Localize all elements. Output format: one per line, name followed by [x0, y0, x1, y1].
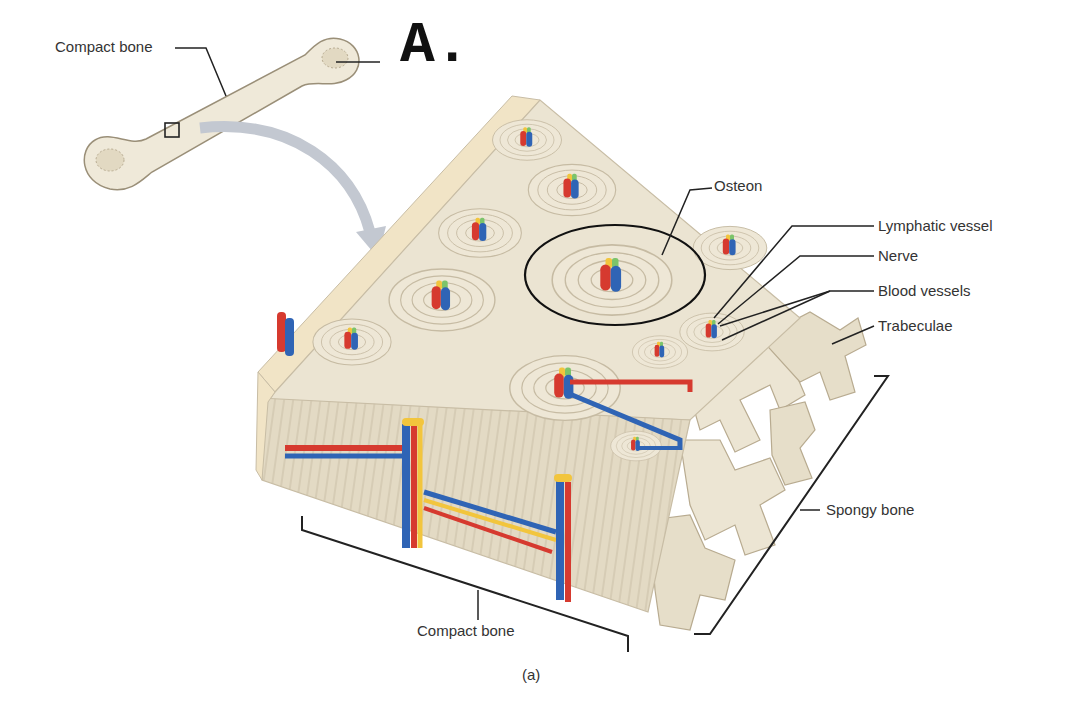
- osteon: [528, 164, 615, 215]
- nerve: [402, 418, 424, 426]
- part-label: Blood vessels: [878, 283, 971, 300]
- leader-line: [662, 188, 712, 255]
- leader-line: [800, 509, 820, 511]
- part-label: Compact bone: [55, 39, 153, 56]
- part-label: Lymphatic vessel: [878, 218, 993, 235]
- osteon: [680, 313, 744, 351]
- blood-vessel: [570, 382, 690, 392]
- lamellae-lines: [260, 398, 690, 612]
- femur-bone: [84, 38, 359, 190]
- blood-vessel: [402, 424, 410, 548]
- blood-vessel: [285, 318, 294, 356]
- spongy-end: [96, 149, 124, 171]
- osteon-outline: [525, 225, 705, 325]
- blood-vessel: [556, 480, 564, 600]
- nerve: [554, 474, 572, 482]
- part-label: Compact bone: [417, 623, 515, 640]
- osteon: [552, 245, 672, 315]
- leader-line: [175, 48, 226, 96]
- leader-line: [720, 291, 874, 326]
- leader-line: [832, 326, 874, 344]
- part-label: Trabeculae: [878, 318, 953, 335]
- blood-vessel: [565, 392, 680, 450]
- nerve: [424, 500, 556, 540]
- trabecula: [770, 402, 815, 485]
- blood-vessel: [411, 424, 417, 548]
- blood-vessel: [285, 445, 408, 451]
- leader-line: [722, 291, 830, 340]
- figure-caption: (a): [522, 667, 540, 684]
- blood-vessel: [277, 312, 286, 352]
- leader-line: [477, 590, 479, 620]
- blood-vessel: [424, 508, 552, 552]
- osteon: [493, 120, 562, 161]
- osteon: [693, 226, 767, 269]
- part-label: Spongy bone: [826, 502, 914, 519]
- outer-lamellae: [256, 372, 275, 480]
- blood-vessel: [285, 454, 404, 459]
- compact-bone-top: [268, 100, 800, 420]
- zoom-square: [165, 123, 179, 137]
- osteon: [313, 319, 391, 365]
- nerve: [418, 424, 423, 548]
- leader-line: [714, 226, 874, 318]
- osteon: [632, 336, 687, 368]
- part-label: Nerve: [878, 248, 918, 265]
- part-label: Osteon: [714, 178, 762, 195]
- blood-vessel: [424, 492, 556, 532]
- zoom-arrow: [200, 127, 370, 232]
- osteon: [439, 209, 522, 258]
- osteon: [389, 269, 495, 331]
- leader-line: [336, 61, 380, 63]
- leader-line: [718, 256, 874, 324]
- compact-bone-bracket: [302, 516, 628, 652]
- blood-vessel: [565, 482, 571, 602]
- panel-letter: A.: [400, 14, 470, 78]
- compact-bone-front: [260, 398, 690, 612]
- spongy-end: [322, 48, 348, 68]
- blood-vessel: [636, 446, 680, 450]
